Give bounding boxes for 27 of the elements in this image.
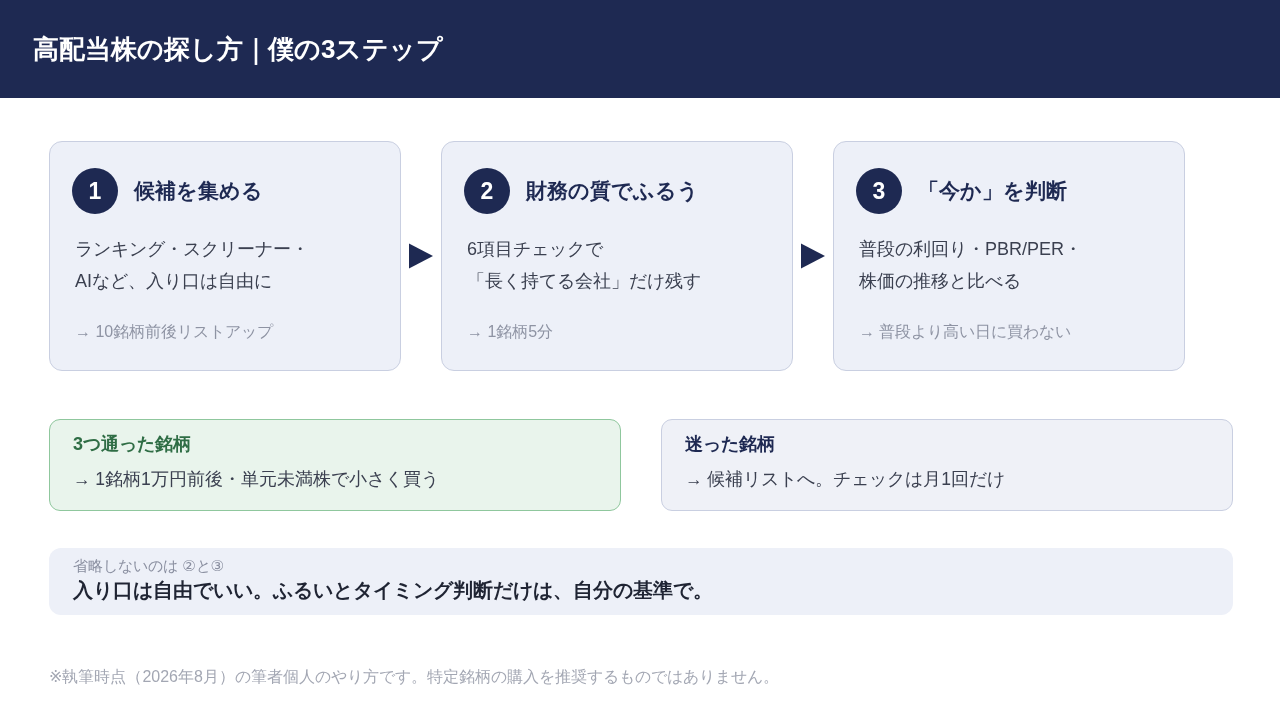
step-note: → 10銘柄前後リストアップ [75, 322, 275, 342]
step-description: ランキング・スクリーナー・AIなど、入り口は自由に [75, 238, 310, 293]
result-panel [49, 419, 621, 511]
page-title: 高配当株の探し方｜僕の3ステップ [33, 33, 444, 66]
result-action: → 1銘柄1万円前後・単元未満株で小さく買う [73, 468, 439, 491]
step-note: → 普段より高い日に買わない [859, 322, 1073, 342]
step-number: 1 [72, 168, 118, 214]
arrow [409, 243, 433, 269]
result-panel [661, 419, 1233, 511]
step-heading: 「今か」を判断 [918, 178, 1067, 204]
step-card [49, 141, 401, 371]
step-card [441, 141, 793, 371]
step-number: 2 [464, 168, 510, 214]
result-action: → 候補リストへ。チェックは月1回だけ [685, 468, 1006, 491]
step-number: 3 [856, 168, 902, 214]
step-note: → 1銘柄5分 [467, 322, 555, 342]
step-description: 6項目チェックで「長く持てる会社」だけ残す [467, 238, 702, 293]
step-heading: 候補を集める [134, 178, 263, 204]
step-description: 普段の利回り・PBR/PER・株価の推移と比べる [859, 238, 1084, 293]
step-card [833, 141, 1185, 371]
disclaimer-note: ※執筆時点（2026年8月）の筆者個人のやり方です。特定銘柄の購入を推奨するものではありません。 [49, 667, 779, 687]
summary-kicker: 省略しないのは ②と③ [73, 556, 225, 576]
arrow [801, 243, 825, 269]
result-heading: 3つ通った銘柄 [73, 433, 191, 456]
summary-statement: 入り口は自由でいい。ふるいとタイミング判断だけは、自分の基準で。 [73, 578, 713, 603]
result-heading: 迷った銘柄 [685, 433, 775, 456]
step-heading: 財務の質でふるう [526, 178, 699, 205]
